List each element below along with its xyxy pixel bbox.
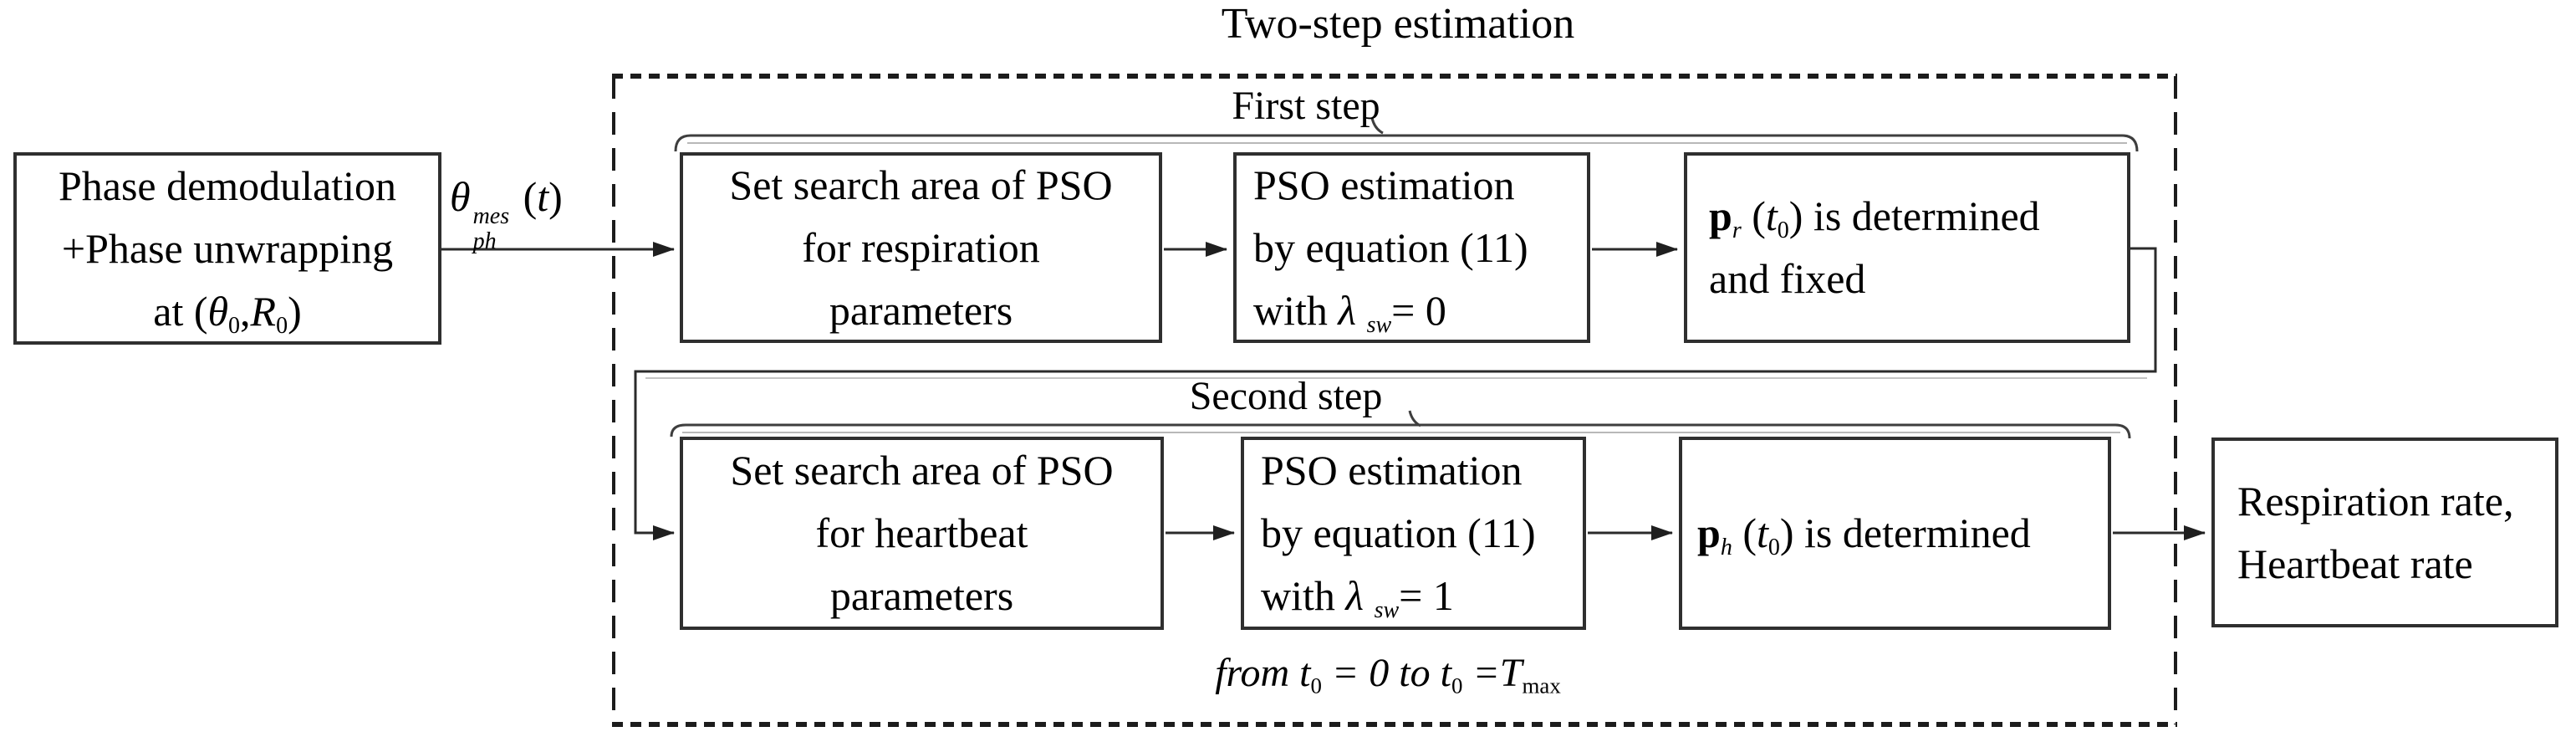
first-set-search-line1: Set search area of PSO — [729, 161, 1113, 208]
second-step-bracket — [670, 423, 2131, 439]
first-pso-line1: PSO estimation — [1253, 161, 1515, 208]
loop-range-label: from t0 = 0 to t0 =Tmax — [1215, 651, 1561, 699]
first-pso-line2: by equation (11) — [1253, 223, 1528, 271]
input-box-line2: +Phase unwrapping — [61, 224, 394, 272]
first-step-set-search-box: Set search area of PSO for respiration p… — [680, 152, 1162, 343]
diagram-title: Two-step estimation — [1221, 0, 1575, 48]
second-pso-line2: by equation (11) — [1261, 509, 1536, 556]
second-step-bracket-tick — [1408, 410, 1421, 427]
second-set-search-line3: parameters — [829, 572, 1014, 619]
output-box-line1: Respiration rate, — [2237, 477, 2514, 525]
first-result-line2: and fixed — [1709, 255, 1866, 302]
second-step-pso-estimation-box: PSO estimation by equation (11) with λ s… — [1241, 437, 1586, 630]
second-set-search-line1: Set search area of PSO — [730, 447, 1114, 494]
first-result-line1: pr (t0) is determined — [1709, 192, 2040, 243]
first-step-pso-estimation-box: PSO estimation by equation (11) with λ s… — [1233, 152, 1590, 343]
second-pso-line3: with λ sw= 1 — [1261, 572, 1454, 623]
feedback-connector-first-to-second — [634, 247, 2157, 540]
second-step-set-search-box: Set search area of PSO for heartbeat par… — [680, 437, 1164, 630]
second-step-result-box: ph (t0) is determined — [1679, 437, 2111, 630]
first-set-search-line3: parameters — [829, 286, 1013, 334]
second-pso-line1: PSO estimation — [1261, 447, 1523, 494]
output-box-rates: Respiration rate, Heartbeat rate — [2211, 438, 2558, 627]
first-step-bracket — [674, 134, 2139, 152]
input-box-phase-demodulation: Phase demodulation +Phase unwrapping at … — [13, 152, 441, 345]
first-step-result-box: pr (t0) is determined and fixed — [1684, 152, 2130, 343]
second-step-label: Second step — [1189, 374, 1383, 418]
input-box-line3: at (θ0,R0) — [153, 287, 302, 339]
input-box-line1: Phase demodulation — [58, 161, 397, 209]
first-set-search-line2: for respiration — [802, 223, 1040, 271]
second-set-search-line2: for heartbeat — [815, 509, 1028, 556]
first-pso-line3: with λ sw= 0 — [1253, 286, 1446, 338]
output-box-line2: Heartbeat rate — [2237, 540, 2473, 587]
first-step-bracket-tick — [1370, 117, 1384, 135]
second-result-line1: ph (t0) is determined — [1697, 509, 2031, 560]
first-step-label: First step — [1232, 84, 1380, 128]
